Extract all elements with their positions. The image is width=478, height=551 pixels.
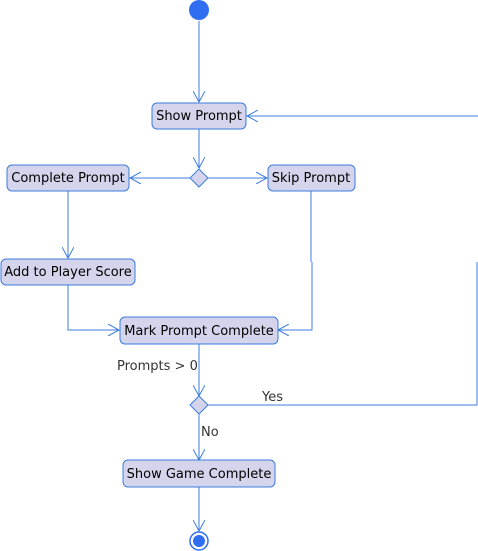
- node-add-score-label: Add to Player Score: [4, 265, 131, 280]
- decision-node-branch: [189, 168, 209, 188]
- yes-label: Yes: [261, 390, 283, 405]
- edges: [68, 21, 478, 531]
- node-show-game-complete-label: Show Game Complete: [127, 467, 272, 482]
- node-skip-prompt-label: Skip Prompt: [272, 171, 350, 186]
- node-show-game-complete: Show Game Complete: [122, 459, 276, 488]
- node-complete-prompt: Complete Prompt: [6, 164, 130, 192]
- edge-yes-loop-back: [208, 116, 478, 406]
- node-add-score: Add to Player Score: [0, 258, 136, 286]
- no-label: No: [201, 425, 219, 440]
- edge-add-score-to-mark-complete: [67, 285, 119, 330]
- end-node: [189, 531, 209, 551]
- guard-label: Prompts > 0: [117, 359, 198, 374]
- node-skip-prompt: Skip Prompt: [267, 164, 356, 192]
- node-show-prompt: Show Prompt: [151, 102, 247, 130]
- decision-node-loop: [189, 395, 209, 415]
- node-show-prompt-label: Show Prompt: [156, 109, 242, 124]
- start-node: [189, 0, 209, 20]
- node-mark-complete-label: Mark Prompt Complete: [124, 324, 274, 339]
- edge-skip-prompt-to-mark-complete: [278, 191, 313, 330]
- node-complete-prompt-label: Complete Prompt: [11, 171, 124, 186]
- node-mark-complete: Mark Prompt Complete: [119, 316, 279, 345]
